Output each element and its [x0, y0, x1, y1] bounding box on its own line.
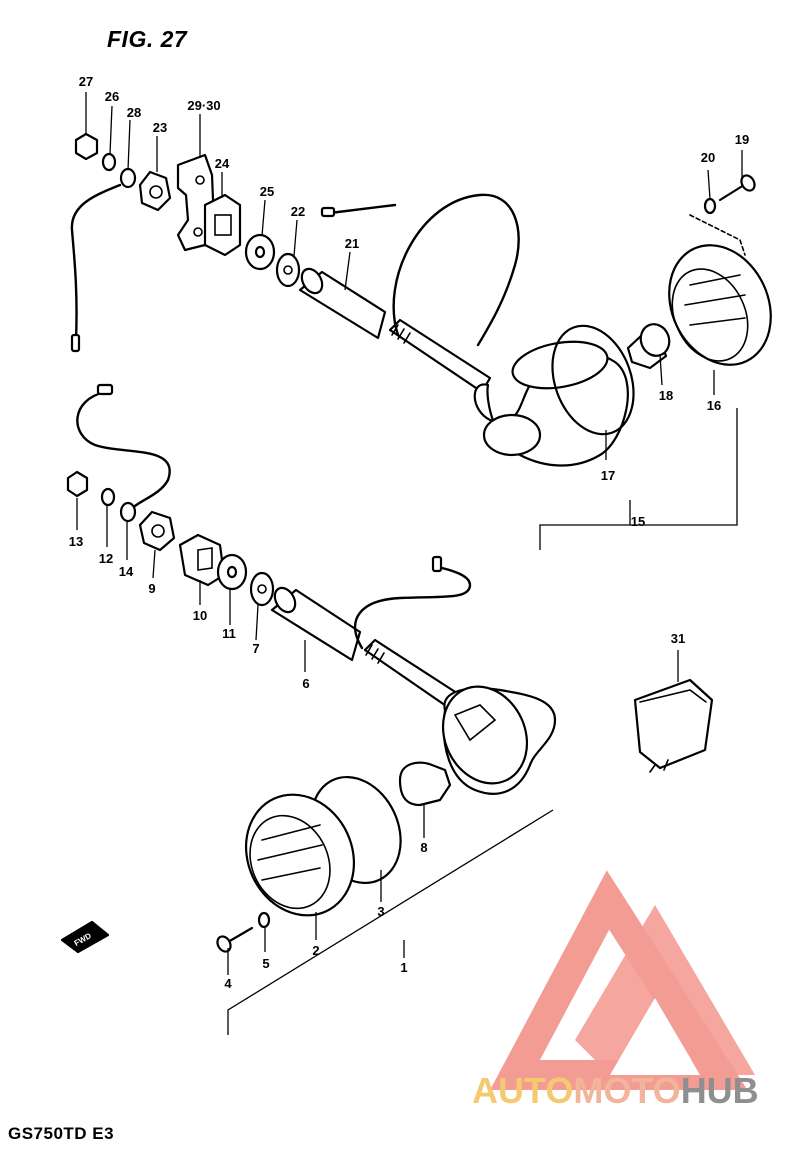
callout-6: 6 [302, 676, 309, 691]
screw-icon [216, 926, 254, 953]
watermark-hub: HUB [680, 1070, 759, 1111]
callout-29-30: 29·30 [187, 98, 220, 113]
callout-5: 5 [262, 956, 269, 971]
watermark-auto: AUTO [472, 1070, 574, 1111]
callout-3: 3 [377, 904, 384, 919]
lower-assembly [66, 383, 557, 953]
lens-icon [244, 793, 356, 917]
small-washer-icon [703, 197, 717, 215]
callout-16: 16 [707, 398, 721, 413]
callout-8: 8 [420, 840, 427, 855]
wire-terminal-icon [431, 555, 443, 573]
screw-icon [718, 174, 756, 202]
nut-icon [74, 132, 99, 161]
callout-7: 7 [252, 641, 259, 656]
ring-terminal-icon [119, 501, 137, 523]
flasher-relay-icon [633, 678, 714, 773]
hex-nut-icon [138, 510, 176, 552]
figure-title: FIG. 27 [107, 26, 188, 52]
callout-31: 31 [671, 631, 685, 646]
wire-terminal-icon [70, 333, 81, 353]
leader-lines [76, 92, 743, 1035]
nut-icon [66, 470, 89, 498]
small-washer-icon [257, 911, 271, 929]
callout-25: 25 [260, 184, 274, 199]
callout-23: 23 [153, 120, 167, 135]
callout-15: 15 [631, 514, 645, 529]
ring-terminal-icon [119, 167, 137, 189]
callout-19: 19 [735, 132, 749, 147]
callout-labels: 27 26 28 23 29·30 24 25 22 21 20 19 18 1… [69, 74, 749, 991]
callout-20: 20 [701, 150, 715, 165]
gasket-ring-icon [551, 324, 635, 436]
callout-11: 11 [222, 626, 236, 641]
lock-washer-icon [100, 487, 116, 507]
callout-2: 2 [312, 943, 319, 958]
callout-28: 28 [127, 105, 141, 120]
rubber-cushion-icon [178, 533, 226, 587]
lens-icon [668, 244, 772, 366]
callout-1: 1 [400, 960, 407, 975]
watermark-logo [490, 870, 755, 1090]
callout-24: 24 [215, 156, 230, 171]
callout-9: 9 [148, 581, 155, 596]
callout-14: 14 [119, 564, 134, 579]
housing-boss-icon [482, 413, 542, 457]
callout-22: 22 [291, 204, 305, 219]
model-code: GS750TD E3 [8, 1124, 115, 1143]
wire-terminal-icon [96, 383, 114, 396]
hex-nut-icon [138, 170, 172, 212]
callout-18: 18 [659, 388, 673, 403]
callout-10: 10 [193, 608, 207, 623]
callout-17: 17 [601, 468, 615, 483]
plate-washer-icon [275, 252, 301, 288]
threaded-rod-icon [388, 318, 492, 394]
upper-assembly [70, 132, 772, 467]
bulb-icon [398, 761, 452, 807]
callout-26: 26 [105, 89, 119, 104]
watermark-moto: MOTO [573, 1070, 681, 1111]
callout-12: 12 [99, 551, 113, 566]
callout-13: 13 [69, 534, 83, 549]
watermark-wordmark: AUTOMOTOHUB [472, 1070, 759, 1112]
plate-washer-icon [249, 571, 275, 607]
rubber-cushion-icon [203, 193, 242, 257]
fwd-arrow-icon: FWD [60, 920, 110, 954]
callout-4: 4 [224, 976, 232, 991]
callout-21: 21 [345, 236, 359, 251]
wire-terminal-icon [320, 206, 336, 218]
callout-27: 27 [79, 74, 93, 89]
lock-washer-icon [101, 152, 117, 172]
